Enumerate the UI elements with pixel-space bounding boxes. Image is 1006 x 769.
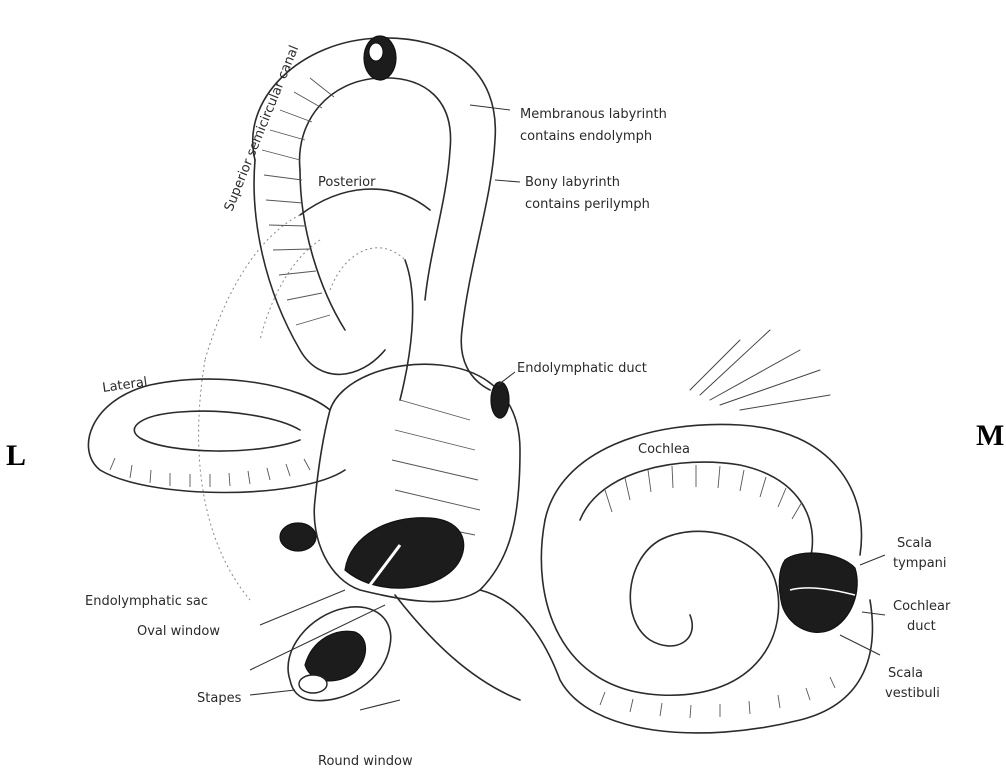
label-scala-tympani-2: tympani bbox=[893, 556, 947, 571]
label-cochlear-duct-2: duct bbox=[907, 619, 936, 634]
label-round-window: Round window bbox=[318, 754, 413, 769]
vestibule bbox=[314, 364, 520, 601]
label-bony-1: Bony labyrinth bbox=[525, 175, 620, 190]
label-superior-canal: Superior semicircular canal bbox=[222, 43, 302, 213]
label-endolymphatic-sac: Endolymphatic sac bbox=[85, 594, 208, 609]
label-scala-tympani-1: Scala bbox=[897, 536, 932, 551]
label-posterior: Posterior bbox=[318, 175, 376, 190]
muscle-strands bbox=[690, 330, 830, 410]
label-cochlear-duct-1: Cochlear bbox=[893, 599, 951, 614]
side-label-right: M bbox=[976, 419, 1004, 452]
label-cochlea: Cochlea bbox=[638, 442, 690, 457]
label-oval-window: Oval window bbox=[137, 624, 220, 639]
label-membranous-2: contains endolymph bbox=[520, 129, 652, 144]
label-lateral: Lateral bbox=[101, 375, 148, 396]
label-scala-vestibuli-1: Scala bbox=[888, 666, 923, 681]
cochlea bbox=[541, 424, 861, 695]
side-label-left: L bbox=[6, 439, 26, 472]
stapes bbox=[288, 607, 391, 701]
label-stapes: Stapes bbox=[197, 691, 242, 706]
label-bony-2: contains perilymph bbox=[525, 197, 650, 212]
label-membranous-1: Membranous labyrinth bbox=[520, 107, 667, 122]
superior-canal bbox=[253, 36, 496, 390]
label-scala-vestibuli-2: vestibuli bbox=[885, 686, 940, 701]
lateral-canal bbox=[88, 379, 345, 551]
label-endolymphatic-duct: Endolymphatic duct bbox=[517, 361, 647, 376]
